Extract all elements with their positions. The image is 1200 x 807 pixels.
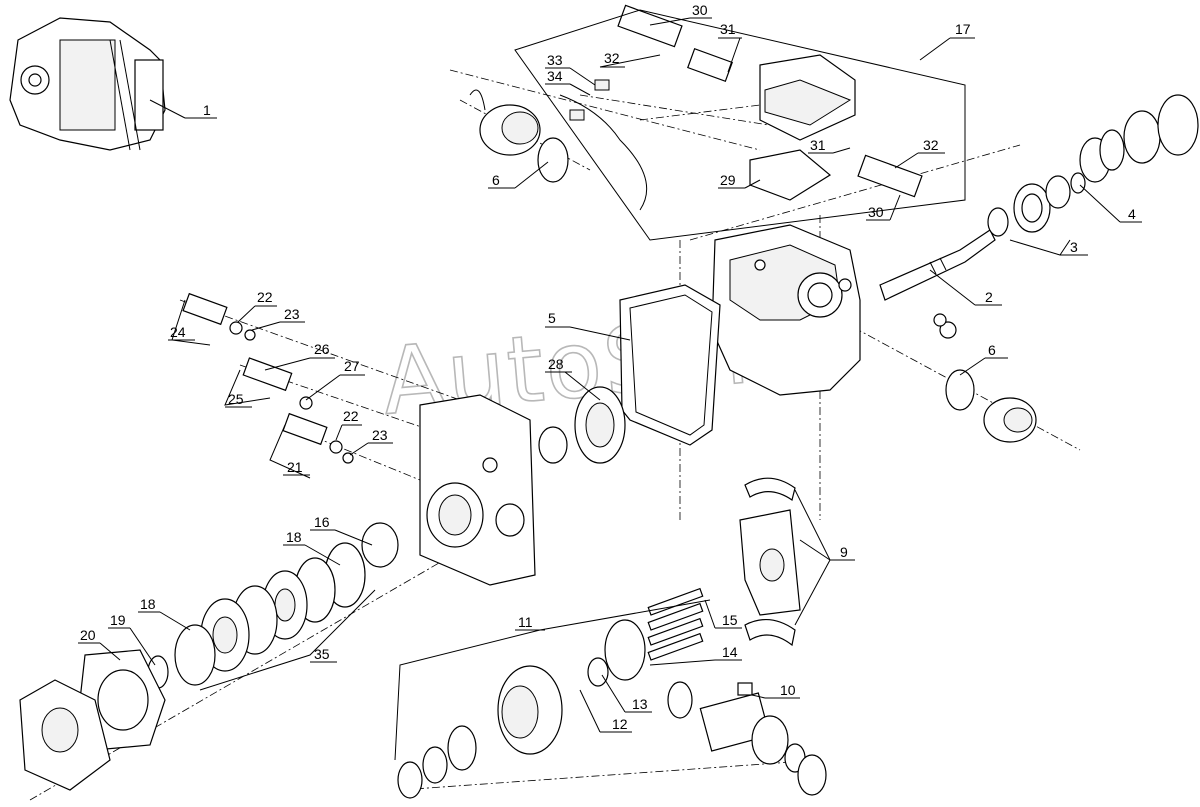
callout-15: 15: [722, 612, 738, 628]
callout-labels: 1 2 3 4 5 6 6 9 10 11 12 13 14 15 16 17 …: [80, 2, 1136, 732]
callout-6-lower: 6: [988, 342, 996, 358]
callout-16: 16: [314, 514, 330, 530]
main-housing-part: [711, 224, 861, 396]
pump-assembly-part: [9, 17, 166, 151]
servo-piston-upper-part: [469, 89, 569, 183]
callout-1: 1: [203, 102, 211, 118]
shaft-part: [879, 229, 996, 301]
callout-14: 14: [722, 644, 738, 660]
gasket-part: [619, 284, 721, 446]
callout-23-lower: 23: [372, 427, 388, 443]
callout-18-upper: 18: [286, 529, 302, 545]
swashplate-cradle-part: [739, 477, 801, 647]
callout-32-upper: 32: [604, 50, 620, 66]
callout-34: 34: [547, 68, 563, 84]
callout-31-lower: 31: [810, 137, 826, 153]
callout-32-lower: 32: [923, 137, 939, 153]
callout-12: 12: [612, 716, 628, 732]
callout-11: 11: [518, 614, 533, 630]
boost-pump-stack-part: [147, 522, 399, 689]
displacement-spool-part: [667, 681, 827, 796]
callout-5: 5: [548, 310, 556, 326]
callout-20: 20: [80, 627, 96, 643]
callout-25: 25: [228, 391, 244, 407]
callout-6-upper: 6: [492, 172, 500, 188]
port-plate-part: [419, 386, 626, 586]
callout-21: 21: [287, 459, 303, 475]
callout-35: 35: [314, 646, 330, 662]
servo-piston-lower-part: [933, 313, 1037, 443]
callout-13: 13: [632, 696, 648, 712]
callout-28: 28: [548, 356, 564, 372]
piston-bundle: [647, 587, 704, 661]
callout-23-upper: 23: [284, 306, 300, 322]
callout-22-lower: 22: [343, 408, 359, 424]
callout-17: 17: [955, 21, 971, 37]
control-valve-block-part: [559, 4, 923, 211]
callout-18-lower: 18: [140, 596, 156, 612]
callout-26: 26: [314, 341, 330, 357]
callout-31-upper: 31: [720, 21, 736, 37]
bearing-set-part: [987, 94, 1199, 237]
callout-30-upper: 30: [692, 2, 708, 18]
callout-4: 4: [1128, 206, 1136, 222]
callout-2: 2: [985, 289, 993, 305]
callout-10: 10: [780, 682, 796, 698]
relief-valve-parts: [182, 292, 354, 464]
callout-27: 27: [344, 358, 360, 374]
callout-3: 3: [1070, 239, 1078, 255]
leader-lines: [78, 9, 1142, 761]
callout-24: 24: [170, 324, 186, 340]
rotating-group-part: [397, 587, 704, 799]
end-cover-part: [19, 649, 166, 791]
callout-33: 33: [547, 52, 563, 68]
callout-29: 29: [720, 172, 736, 188]
callout-19: 19: [110, 612, 126, 628]
callout-30-lower: 30: [868, 204, 884, 220]
callout-22-upper: 22: [257, 289, 273, 305]
callout-9: 9: [840, 544, 848, 560]
